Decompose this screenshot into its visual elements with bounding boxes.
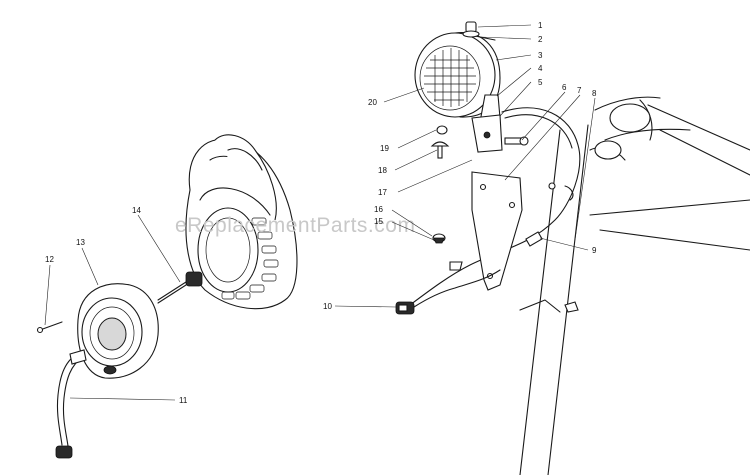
callout-9: 9 <box>592 246 597 255</box>
callout-16: 16 <box>374 205 383 214</box>
callout-20: 20 <box>368 98 377 107</box>
callout-labels: 1 2 3 4 5 6 7 8 9 10 11 12 13 14 15 16 1… <box>45 21 597 405</box>
callout-2: 2 <box>538 35 543 44</box>
callout-1: 1 <box>538 21 543 30</box>
headlight-assembly <box>414 21 529 159</box>
callout-13: 13 <box>76 238 85 247</box>
steering-drum <box>157 134 298 310</box>
wiring-harness <box>395 107 581 315</box>
callout-17: 17 <box>378 188 387 197</box>
callout-7: 7 <box>577 86 582 95</box>
front-light-housing <box>36 283 159 459</box>
callout-4: 4 <box>538 64 543 73</box>
handle-frame <box>519 96 750 475</box>
callout-6: 6 <box>562 83 567 92</box>
callout-14: 14 <box>132 206 141 215</box>
callout-8: 8 <box>592 89 597 98</box>
callout-11: 11 <box>179 396 188 405</box>
callout-5: 5 <box>538 78 543 87</box>
callout-3: 3 <box>538 51 543 60</box>
callout-12: 12 <box>45 255 54 264</box>
watermark-text: eReplacementParts.com <box>175 214 415 237</box>
callout-19: 19 <box>380 144 389 153</box>
leader-lines <box>44 24 596 401</box>
callout-15: 15 <box>374 217 383 226</box>
callout-18: 18 <box>378 166 387 175</box>
callout-10: 10 <box>323 302 332 311</box>
